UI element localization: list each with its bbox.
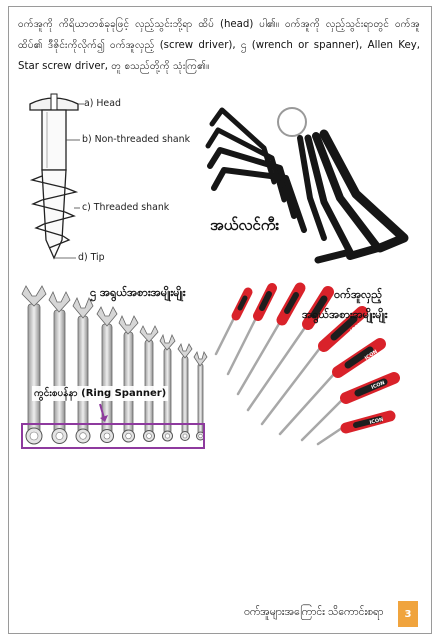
allen-key-caption: အယ်လင်ကီး bbox=[210, 216, 280, 234]
label-tip: d) Tip bbox=[78, 252, 105, 263]
screwdriver-figure: ICON ICON ICON ICON ဝက်အူလှည့် အရွယ်အစား… bbox=[214, 278, 428, 456]
screwdriver-title-line1: ဝက်အူလှည့် bbox=[334, 288, 382, 301]
page-number: 3 bbox=[398, 601, 418, 627]
intro-paragraph: ဝက်အူကို ကိရိယာတစ်ခုခုဖြင့် လှည့်သွင်းဘိ… bbox=[18, 19, 420, 72]
brand-mark: ICON bbox=[369, 417, 384, 426]
label-head: a) Head bbox=[84, 98, 121, 109]
label-non-threaded-shank: b) Non-threaded shank bbox=[82, 134, 191, 145]
allen-key-figure: အယ်လင်ကီး bbox=[200, 98, 428, 270]
brand-mark: ICON bbox=[371, 380, 386, 391]
page-frame bbox=[8, 6, 432, 634]
ring-spanner-highlight bbox=[21, 423, 205, 449]
wrench-title: ဌ အရွယ်အစားအမျိုးမျိုး bbox=[90, 286, 186, 299]
screw-illustration bbox=[29, 93, 84, 260]
footer-title: ဝက်အူများအကြောင်း သိကောင်းစရာ bbox=[244, 606, 384, 618]
allen-key-illustration bbox=[205, 107, 409, 264]
screwdriver-set-illustration: ICON ICON ICON ICON bbox=[214, 282, 400, 446]
screwdriver-title-line2: အရွယ်အစားအမျိုးမျိုး bbox=[302, 308, 388, 321]
label-threaded-shank: c) Threaded shank bbox=[82, 202, 170, 213]
wrench-set-illustration bbox=[21, 285, 208, 449]
wrench-figure: ဌ အရွယ်အစားအမျိုးမျိုး ကွင်းစပန်နာ (Ring… bbox=[14, 278, 214, 456]
screw-diagram: a) Head b) Non-threaded shank c) Threade… bbox=[14, 90, 194, 266]
ring-spanner-label: ကွင်းစပန်နာ (Ring Spanner) bbox=[32, 386, 169, 401]
